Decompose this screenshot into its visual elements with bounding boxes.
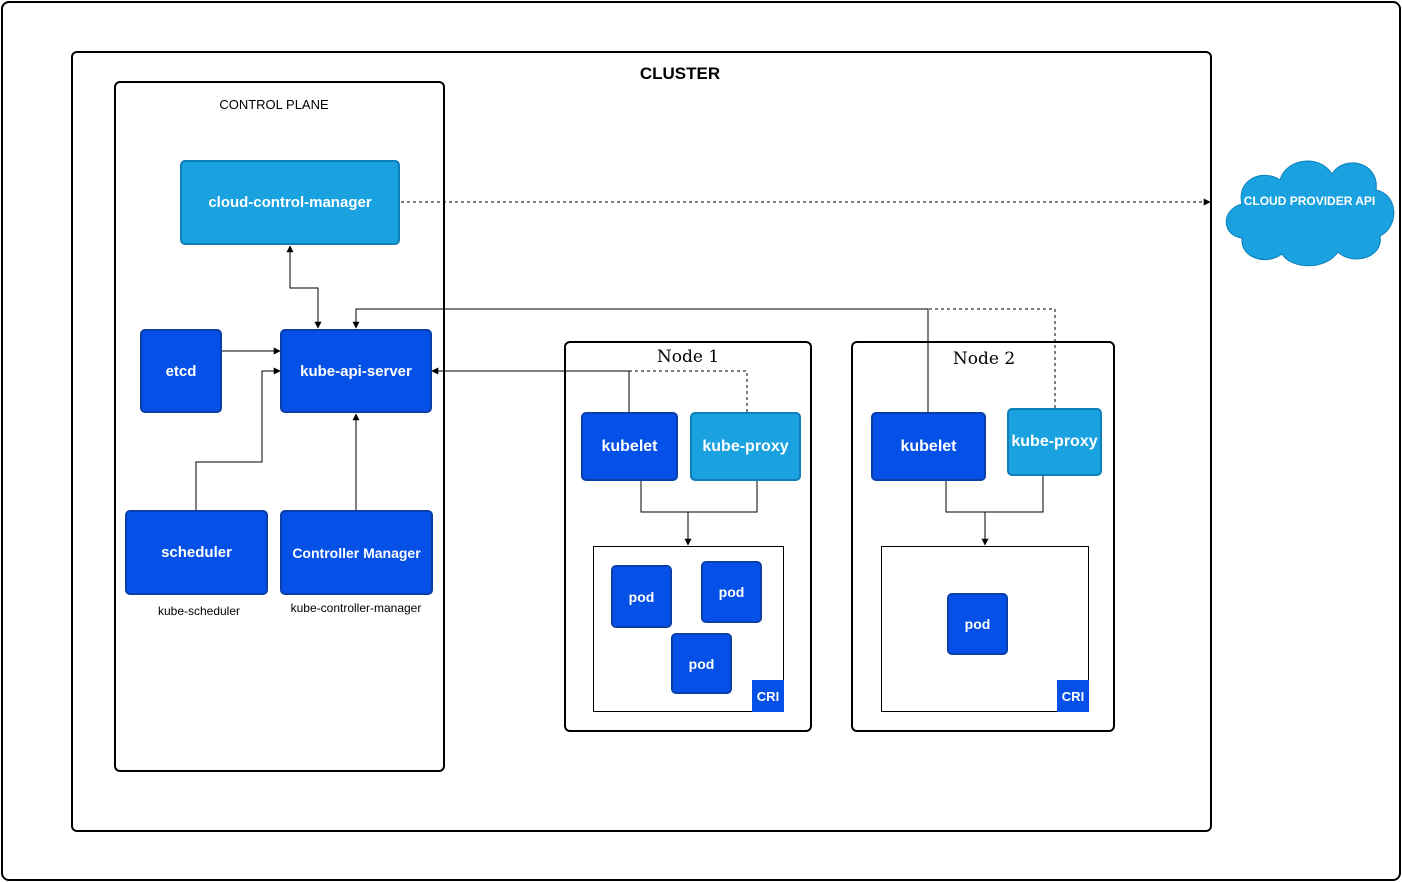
control-plane-title: CONTROL PLANE bbox=[219, 97, 329, 112]
node1-pod-1: pod bbox=[611, 565, 672, 628]
control-plane-frame bbox=[114, 81, 445, 772]
node1-pod-2: pod bbox=[701, 561, 762, 623]
scheduler-box: scheduler bbox=[125, 510, 268, 595]
kube-api-server-box: kube-api-server bbox=[280, 329, 432, 413]
node2-kubelet-box: kubelet bbox=[871, 412, 986, 481]
controller-manager-box: Controller Manager bbox=[280, 510, 433, 595]
node1-frame bbox=[564, 341, 812, 732]
node1-kube-proxy-box: kube-proxy bbox=[690, 412, 801, 481]
node2-to-pods-connector bbox=[945, 476, 1044, 545]
scheduler-caption: kube-scheduler bbox=[157, 604, 241, 618]
node1-title: Node 1 bbox=[656, 347, 720, 367]
node1-pod-3: pod bbox=[671, 633, 732, 694]
node2-kube-proxy-box: kube-proxy bbox=[1007, 408, 1102, 476]
node2-proxy-to-api-connector bbox=[928, 308, 1056, 408]
node2-cri-badge: CRI bbox=[1057, 680, 1089, 712]
node1-kubelet-box: kubelet bbox=[581, 412, 678, 481]
ccm-to-api-connector bbox=[286, 245, 322, 329]
scheduler-to-api-connector bbox=[195, 367, 281, 510]
node2-title: Node 2 bbox=[952, 349, 1016, 369]
node2-frame bbox=[851, 341, 1115, 732]
cloud-control-manager-box: cloud-control-manager bbox=[180, 160, 400, 245]
node1-proxy-to-api-connector bbox=[629, 370, 748, 412]
node2-pod-1: pod bbox=[947, 593, 1008, 655]
cloud-icon bbox=[1225, 160, 1395, 267]
node2-kubelet-to-api-connector bbox=[352, 308, 929, 412]
node1-to-pods-connector bbox=[640, 481, 758, 545]
cloud-provider: CLOUD PROVIDER API bbox=[1222, 140, 1397, 270]
node1-cri-badge: CRI bbox=[752, 680, 784, 712]
cluster-title: CLUSTER bbox=[639, 64, 721, 83]
controller-manager-caption: kube-controller-manager bbox=[290, 601, 422, 615]
cluster-frame bbox=[71, 51, 1212, 832]
cloud-provider-label: CLOUD PROVIDER API bbox=[1243, 194, 1376, 208]
node1-pod-container bbox=[593, 546, 784, 712]
etcd-box: etcd bbox=[140, 329, 222, 413]
node2-pod-container bbox=[881, 546, 1089, 712]
